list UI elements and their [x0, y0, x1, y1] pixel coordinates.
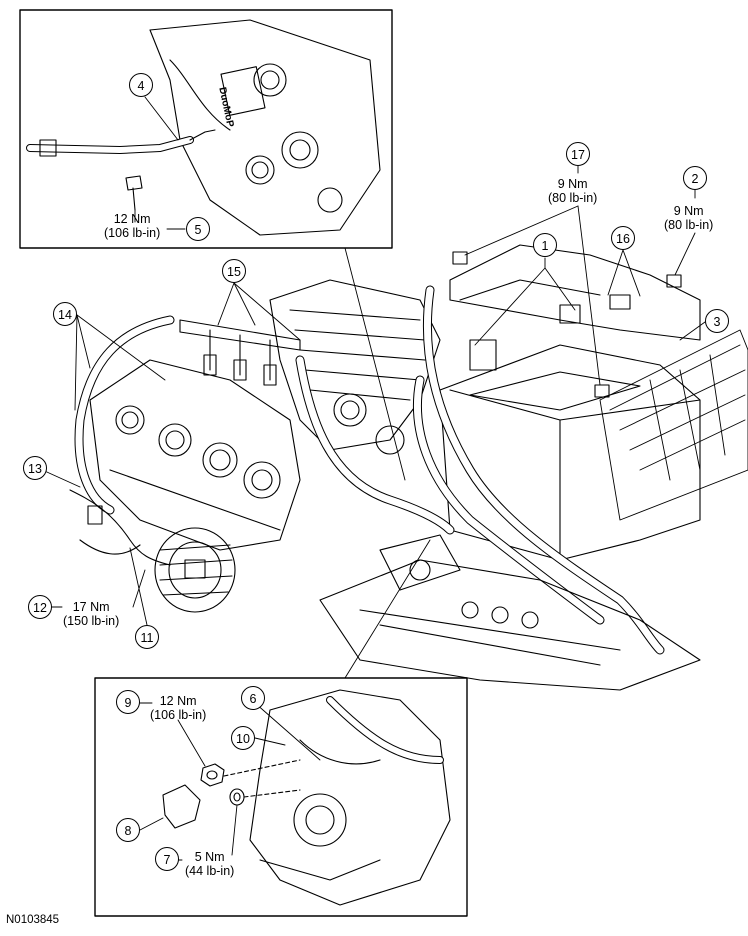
- intake-manifold: [269, 279, 441, 451]
- torque-17-nm: 9 Nm: [557, 177, 588, 191]
- wiring-harness: [69, 489, 171, 566]
- battery-case: [439, 344, 701, 561]
- nut-9: [200, 763, 225, 787]
- connector: [87, 505, 103, 525]
- torque-spec-12: 17 Nm (150 lb-in): [63, 600, 119, 628]
- valve-cover: [89, 359, 301, 551]
- torque-12-nm: 17 Nm: [72, 600, 110, 614]
- callout-17: 17: [566, 142, 590, 166]
- figure-id: N0103845: [6, 914, 60, 926]
- fuse-box: [599, 329, 748, 521]
- inset-lower: [94, 677, 468, 917]
- callout-12: 12: [28, 595, 52, 619]
- torque-spec-2: 9 Nm (80 lb-in): [664, 204, 713, 232]
- vacuum-hose: [74, 315, 175, 515]
- bolt-5: [125, 175, 143, 211]
- callout-7: 7: [155, 847, 179, 871]
- callout-15: 15: [222, 259, 246, 283]
- torque-spec-7: 5 Nm (44 lb-in): [185, 850, 234, 878]
- torque-7-nm: 5 Nm: [194, 850, 225, 864]
- callout-2: 2: [683, 166, 707, 190]
- fuel-rail: [179, 319, 301, 351]
- callout-8: 8: [116, 818, 140, 842]
- torque-5-nm: 12 Nm: [113, 212, 151, 226]
- battery-clamp: [469, 339, 497, 371]
- engine-block: [319, 559, 701, 691]
- torque-2-nm: 9 Nm: [673, 204, 704, 218]
- torque-9-lbin: (106 lb-in): [150, 708, 207, 722]
- bracket-8: [162, 784, 201, 829]
- starter-motor: [379, 534, 461, 591]
- callout-9: 9: [116, 690, 140, 714]
- callout-16: 16: [611, 226, 635, 250]
- starter-detail: [249, 689, 451, 906]
- callout-1: 1: [533, 233, 557, 257]
- torque-7-lbin: (44 lb-in): [185, 864, 235, 878]
- exhaust-manifold: [149, 19, 381, 236]
- cable-terminal: [559, 304, 581, 324]
- leader-lines: [37, 96, 706, 861]
- callout-3: 3: [705, 309, 729, 333]
- callout-6: 6: [241, 686, 265, 710]
- callout-13: 13: [23, 456, 47, 480]
- torque-2-lbin: (80 lb-in): [664, 218, 714, 232]
- torque-spec-9: 12 Nm (106 lb-in): [150, 694, 206, 722]
- heater-hose-1: [422, 285, 665, 655]
- torque-spec-17: 9 Nm (80 lb-in): [548, 177, 597, 205]
- nut-7: [229, 788, 245, 806]
- engine-bay-illustration: [69, 244, 748, 691]
- torque-9-nm: 12 Nm: [159, 694, 197, 708]
- callout-4: 4: [129, 73, 153, 97]
- torque-spec-5: 12 Nm (106 lb-in): [104, 212, 160, 240]
- inset-upper: [19, 9, 393, 249]
- hold-down-bolts: [452, 251, 682, 398]
- torque-5-lbin: (106 lb-in): [104, 226, 161, 240]
- alternator: [154, 527, 236, 613]
- callout-10: 10: [231, 726, 255, 750]
- torque-12-lbin: (150 lb-in): [63, 614, 120, 628]
- torque-17-lbin: (80 lb-in): [548, 191, 598, 205]
- callout-14: 14: [53, 302, 77, 326]
- callout-11: 11: [135, 625, 159, 649]
- ground-terminal: [609, 294, 631, 310]
- callout-5: 5: [186, 217, 210, 241]
